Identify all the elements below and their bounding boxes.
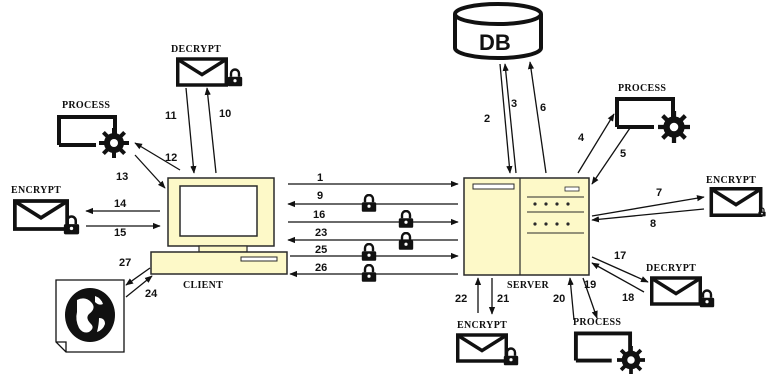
- process-box-icon: [576, 333, 630, 360]
- process-client-label: PROCESS: [62, 100, 110, 111]
- step-number: 24: [145, 288, 157, 300]
- step-number: 5: [620, 148, 626, 160]
- step-number: 25: [315, 244, 327, 256]
- arrow-2: [500, 64, 510, 173]
- step-number: 19: [584, 279, 596, 291]
- encrypt-server-bottom-label: ENCRYPT: [457, 320, 507, 331]
- decrypt-server-right-label: DECRYPT: [646, 263, 696, 274]
- step-number: 26: [315, 262, 327, 274]
- encrypt-server-right-label: ENCRYPT: [706, 175, 756, 186]
- step-number: 16: [313, 209, 325, 221]
- padlock-icon: [362, 195, 376, 212]
- server-rack: [464, 178, 589, 275]
- step-number: 4: [578, 132, 584, 144]
- step-number: 12: [165, 152, 177, 164]
- step-number: 1: [317, 172, 323, 184]
- envelope-icon: [711, 189, 760, 215]
- client-label: CLIENT: [183, 280, 223, 291]
- padlock-icon: [362, 265, 376, 282]
- gear-icon: [658, 111, 690, 143]
- step-number: 7: [656, 187, 662, 199]
- step-number: 14: [114, 198, 126, 210]
- process-server-top-label: PROCESS: [618, 83, 666, 94]
- decrypt-client-label: DECRYPT: [171, 44, 221, 55]
- gear-icon: [99, 128, 129, 158]
- envelope-icon: [458, 335, 507, 361]
- padlock-icon: [399, 211, 413, 228]
- arrow-7: [592, 197, 704, 216]
- envelope-icon: [178, 59, 227, 85]
- arrow-11: [186, 88, 194, 173]
- database-label: DB: [479, 30, 511, 56]
- process-server-bottom-label: PROCESS: [573, 317, 621, 328]
- step-number: 11: [165, 110, 177, 122]
- arrow-8: [592, 209, 704, 220]
- gear-icon: [617, 346, 645, 374]
- arrow-18: [592, 263, 644, 292]
- arrow-10: [207, 88, 216, 173]
- encrypt-client-label: ENCRYPT: [11, 185, 61, 196]
- step-number: 23: [315, 227, 327, 239]
- step-number: 21: [497, 293, 509, 305]
- step-number: 22: [455, 293, 467, 305]
- arrow-20: [570, 278, 574, 320]
- server-label: SERVER: [507, 280, 549, 291]
- step-number: 15: [114, 227, 126, 239]
- document-globe-icon: [56, 280, 124, 352]
- step-number: 6: [540, 102, 546, 114]
- step-number: 2: [484, 113, 490, 125]
- padlock-icon: [228, 70, 242, 87]
- arrow-3: [505, 64, 516, 173]
- step-number: 27: [119, 257, 131, 269]
- step-number: 13: [116, 171, 128, 183]
- arrow-6: [530, 62, 546, 173]
- step-number: 8: [650, 218, 656, 230]
- step-number: 9: [317, 190, 323, 202]
- step-number: 18: [622, 292, 634, 304]
- step-number: 17: [614, 250, 626, 262]
- step-number: 3: [511, 98, 517, 110]
- envelope-icon: [652, 278, 701, 304]
- step-number: 10: [219, 108, 231, 120]
- padlock-icon: [399, 233, 413, 250]
- step-number: 20: [553, 293, 565, 305]
- client-computer: [151, 178, 287, 274]
- padlock-icon: [362, 244, 376, 261]
- arrow-13: [135, 155, 165, 188]
- envelope-icon: [15, 201, 67, 229]
- arrow-27: [126, 268, 150, 285]
